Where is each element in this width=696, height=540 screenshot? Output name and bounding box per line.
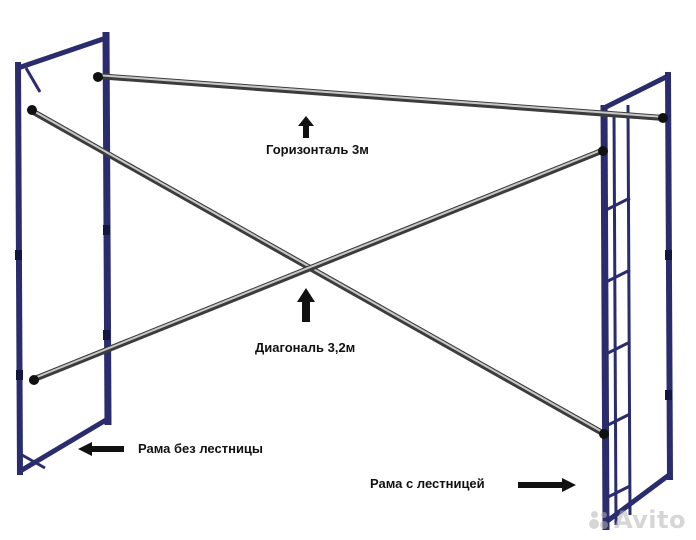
right-frame-pin [665,250,672,260]
ladder-stringer [626,104,632,516]
tube-end-cap [599,429,609,439]
diagonal-tube-label: Диагональ 3,2м [255,340,356,355]
left-frame-bottom-brace [21,453,46,470]
left-frame-top-brace [24,67,42,93]
left-frame [15,31,112,476]
left-frame-pin [15,250,22,260]
ladder-rung [605,196,631,212]
arrow-right-icon [518,478,576,492]
right-frame-front-post [600,104,610,531]
ladder-stringer [612,111,618,526]
tube-end-cap [658,113,668,123]
arrow-left-icon [78,442,124,456]
frame-with-ladder-label: Рама с лестницей [370,476,485,491]
ladder-rung [605,340,631,356]
arrow-up-icon [298,116,314,138]
diagonal-tube-highlight [31,148,605,380]
tube-end-cap [27,105,37,115]
tubes [27,72,668,439]
left-frame-pin [103,330,110,340]
left-frame-back-post [15,61,23,476]
avito-logo-icon [588,509,611,531]
ladder-rung [605,484,631,500]
right-frame [600,71,673,531]
right-frame-top-rail [602,73,670,111]
tube-end-cap [598,146,608,156]
ladder-rung [605,268,631,284]
frame-without-ladder-label: Рама без лестницы [138,441,264,456]
arrow-up-icon [297,288,315,322]
diagonal-tube-highlight [29,108,607,435]
left-frame-pin [103,225,110,235]
left-frame-top-rail [17,35,107,71]
ladder-rung [605,412,631,428]
tube-end-cap [93,72,103,82]
avito-watermark: Avito [588,506,686,534]
avito-watermark-text: Avito [613,506,686,534]
left-frame-pin [16,370,23,380]
horizontal-tube-label: Горизонталь 3м [266,142,369,157]
right-frame-back-post [665,71,673,481]
tube-end-cap [29,375,39,385]
horizontal-tube-highlight [95,74,665,118]
right-frame-pin [665,390,672,400]
